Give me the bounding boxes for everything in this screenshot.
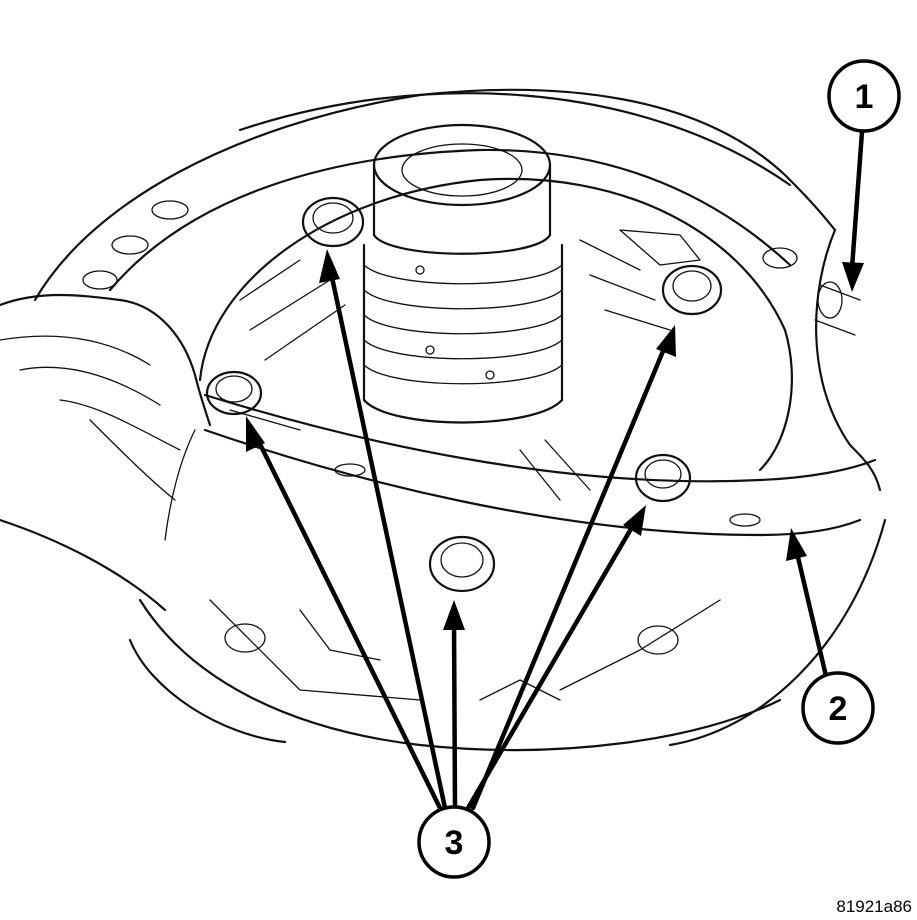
arrows-callout-3 xyxy=(246,249,676,811)
figure-id: 81921a86 xyxy=(836,897,912,916)
svg-text:2: 2 xyxy=(829,690,848,728)
callout-1: 1 xyxy=(827,59,901,133)
bolt-lower-right xyxy=(634,453,692,503)
arrow-callout-2 xyxy=(786,528,829,679)
svg-text:1: 1 xyxy=(855,78,874,116)
hand xyxy=(0,293,212,612)
bolt-bottom xyxy=(428,535,496,593)
stator-shaft xyxy=(362,123,564,424)
svg-text:3: 3 xyxy=(445,824,464,862)
gasket xyxy=(203,393,877,537)
bolt-right xyxy=(661,264,723,316)
bolts xyxy=(205,196,723,593)
arrow-callout-1 xyxy=(842,129,865,292)
bolt-top-left xyxy=(301,196,365,248)
pump-housing xyxy=(33,88,887,752)
part-1-cutaway xyxy=(814,228,882,492)
callout-2: 2 xyxy=(801,671,875,745)
bolt-left xyxy=(205,370,263,416)
callout-3: 3 xyxy=(417,805,491,879)
pump-body xyxy=(198,177,793,501)
